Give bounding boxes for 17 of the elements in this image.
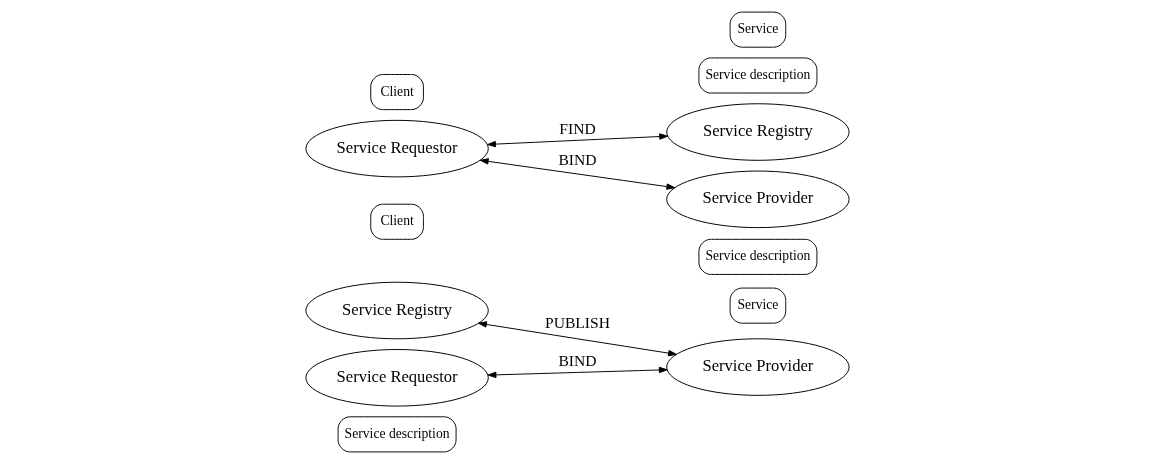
node-box: Service description bbox=[698, 238, 818, 275]
arrow bbox=[487, 133, 668, 148]
node-box: Client bbox=[370, 74, 424, 111]
node-box: Service description bbox=[337, 416, 457, 453]
node-box: Service bbox=[729, 11, 787, 48]
edge-label: FIND bbox=[559, 119, 596, 137]
edge-label: PUBLISH bbox=[545, 313, 610, 331]
node-box: Client bbox=[370, 203, 424, 240]
node-ellipse: Service Requestor bbox=[305, 349, 489, 407]
edge-label: BIND bbox=[558, 151, 597, 168]
arrow bbox=[487, 366, 668, 379]
node-ellipse: Service Registry bbox=[666, 103, 850, 161]
node-box: Service description bbox=[698, 57, 818, 94]
node-box: Service bbox=[729, 287, 787, 324]
edge-label: BIND bbox=[558, 351, 597, 369]
arrow bbox=[478, 321, 677, 357]
arrow bbox=[479, 158, 676, 190]
